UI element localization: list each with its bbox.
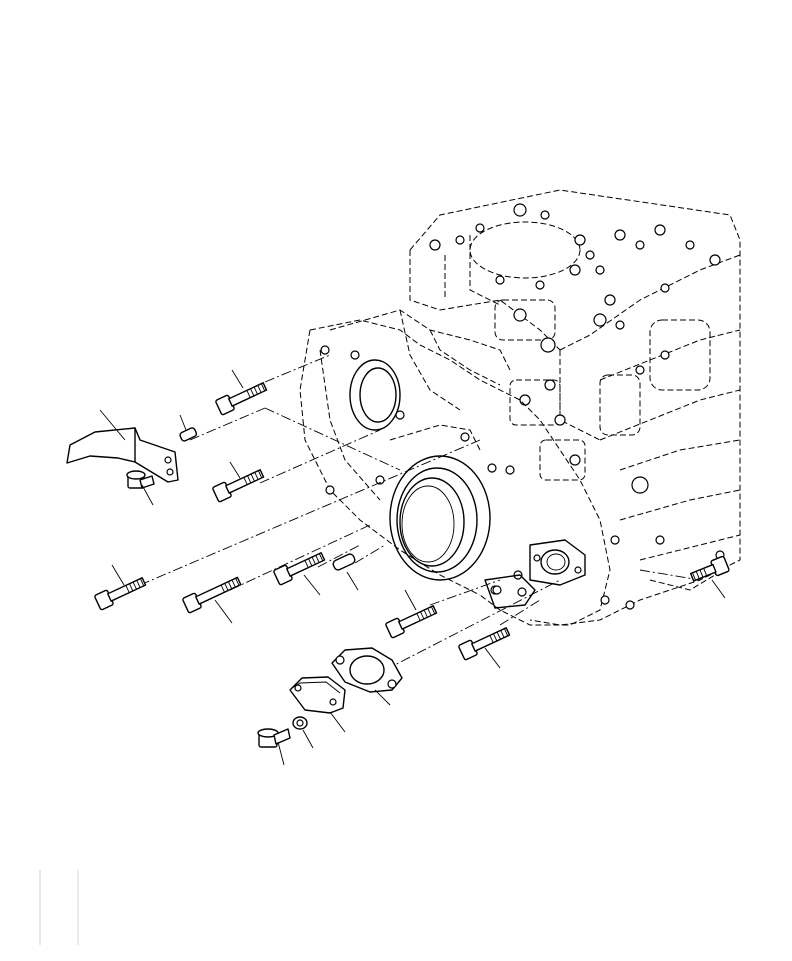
gasket	[331, 647, 403, 706]
bolt-upper	[215, 382, 268, 416]
bolt-long-center	[182, 576, 242, 614]
outlet-boss	[484, 535, 635, 610]
dowel-pin-upper	[179, 414, 198, 442]
dowel-pin-center	[332, 553, 359, 591]
assembly-center-lines	[139, 354, 701, 671]
bolt-small-bracket	[126, 470, 155, 506]
bolt-short-center	[273, 552, 326, 586]
bolt-long-left	[94, 577, 147, 611]
engine-block	[299, 189, 741, 626]
front-seal-bore	[375, 455, 523, 595]
block-bosses	[494, 299, 725, 560]
bolt-far-right	[689, 555, 730, 582]
head-holes	[429, 203, 721, 306]
cover-plate	[289, 676, 346, 733]
washer	[292, 716, 314, 749]
bolt-lower-right	[458, 627, 511, 661]
bracket	[66, 409, 179, 483]
upper-bore	[320, 345, 470, 495]
bolt-right-lower	[385, 605, 438, 639]
scan-artifact	[39, 870, 79, 945]
bolt-mid	[212, 469, 265, 503]
plug-bolt	[257, 728, 291, 766]
